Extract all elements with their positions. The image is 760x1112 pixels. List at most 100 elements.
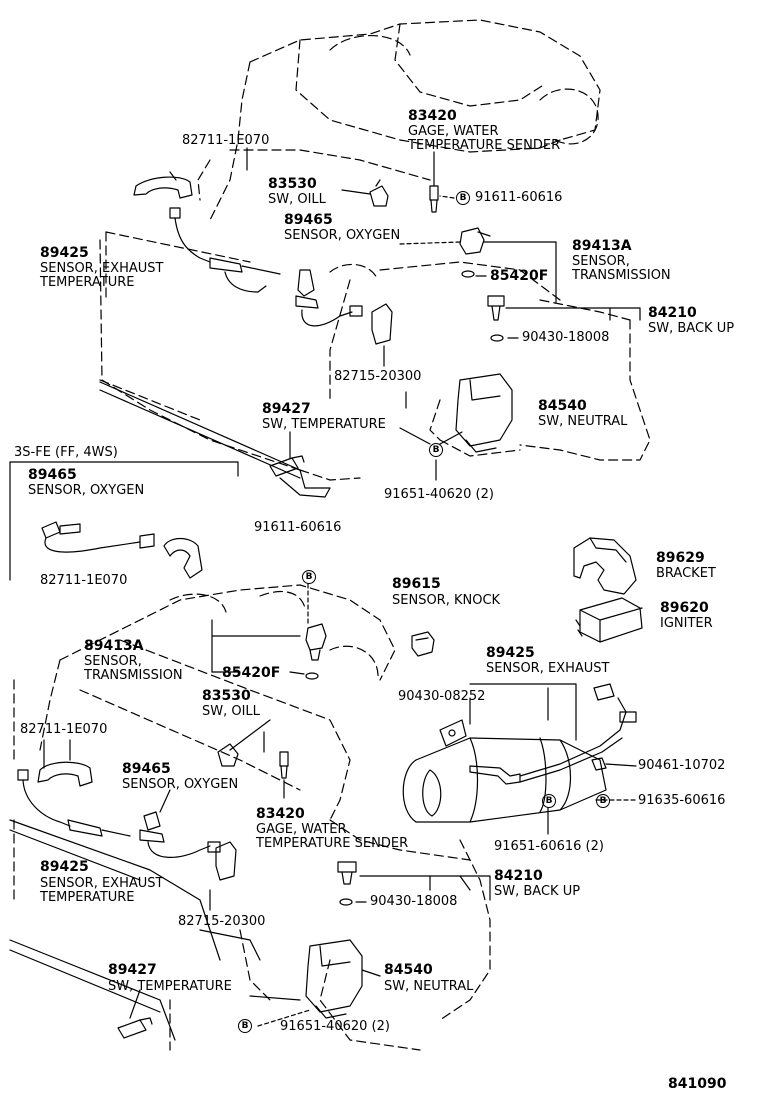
part-number-89620: 89620 — [660, 600, 709, 616]
part-number-90430: 90430-18008 — [370, 894, 458, 909]
part-number-89465: 89465 — [28, 467, 77, 483]
bolt-marker: B — [429, 443, 443, 457]
part-name: SENSOR, — [572, 254, 630, 269]
bracket-89629 — [573, 537, 637, 595]
backup-switch-bottom — [337, 861, 357, 885]
bolt-marker: B — [302, 570, 316, 584]
part-name: SENSOR, — [84, 654, 142, 669]
nut-90461 — [591, 757, 607, 771]
water-temp-sender-top — [429, 169, 439, 213]
part-name: GAGE, WATER — [256, 822, 347, 837]
part-name: SW, NEUTRAL — [384, 979, 474, 994]
part-number-82711: 82711-1E070 — [40, 573, 128, 588]
part-number-91611: 91611-60616 — [254, 520, 342, 535]
part-number-89629: 89629 — [656, 550, 705, 566]
part-number-83530: 83530 — [202, 688, 251, 704]
part-number-84540: 84540 — [384, 962, 433, 978]
part-number-89465: 89465 — [284, 212, 333, 228]
backup-switch-top — [487, 295, 505, 321]
bolt-marker: B — [456, 191, 470, 205]
part-name: IGNITER — [660, 616, 713, 631]
part-name: SENSOR, KNOCK — [392, 593, 501, 608]
part-number-91611: 91611-60616 — [475, 190, 563, 205]
part-number-89465: 89465 — [122, 761, 171, 777]
neutral-switch-bottom — [305, 939, 363, 1019]
engine-solid-bottom — [9, 819, 221, 1041]
part-name: TEMPERATURE SENDER — [408, 138, 561, 153]
part-number-82711: 82711-1E070 — [20, 722, 108, 737]
bolt-marker: B — [238, 1019, 252, 1033]
part-number-89413A: 89413A — [572, 238, 632, 254]
part-number-85420F: 85420F — [222, 665, 281, 681]
clamp-variant — [163, 537, 203, 579]
part-number-91651: 91651-40620 (2) — [384, 487, 494, 502]
part-name: SW, OILL — [268, 192, 326, 207]
part-name: SW, BACK UP — [494, 884, 581, 899]
variant-bracket — [9, 461, 239, 581]
part-number-89427: 89427 — [108, 962, 157, 978]
exhaust-temp-sensor-top — [169, 207, 281, 293]
engine-outline-bottom — [13, 584, 491, 1051]
variant-heading: 3S-FE (FF, 4WS) — [14, 445, 118, 460]
part-name: TEMPERATURE SENDER — [256, 836, 409, 851]
part-number-89425: 89425 — [40, 245, 89, 261]
part-number-89413A: 89413A — [84, 638, 144, 654]
part-number-84210: 84210 — [494, 868, 543, 884]
part-name: SW, NEUTRAL — [538, 414, 628, 429]
part-name: BRACKET — [656, 566, 716, 581]
part-number-83530: 83530 — [268, 176, 317, 192]
part-name: TEMPERATURE — [40, 275, 135, 290]
part-number-82715: 82715-20300 — [334, 369, 422, 384]
bolt-marker: B — [542, 794, 556, 808]
exhaust-gasket — [439, 719, 467, 747]
oxygen-sensor-bottom — [139, 811, 221, 858]
exhaust-pipe — [402, 737, 607, 823]
part-number-89425: 89425 — [486, 645, 535, 661]
part-name: GAGE, WATER — [408, 124, 499, 139]
oil-switch-bottom — [217, 743, 239, 767]
oxygen-sensor-top — [295, 269, 363, 327]
exhaust-temp-sensor-right — [469, 683, 637, 785]
gasket-bottom — [339, 898, 353, 906]
engine-solid-top — [99, 381, 331, 498]
temp-switch-bottom — [117, 1017, 153, 1039]
neutral-switch-top — [455, 373, 513, 453]
part-name: SENSOR, OXYGEN — [28, 483, 145, 498]
part-name: TEMPERATURE — [40, 890, 135, 905]
part-number-83420: 83420 — [408, 108, 457, 124]
part-number-85420F: 85420F — [490, 268, 549, 284]
part-number-89427: 89427 — [262, 401, 311, 417]
gasket-top — [490, 334, 504, 342]
knock-sensor — [411, 631, 435, 657]
engine-outline-top — [99, 19, 651, 481]
part-name: SW, TEMPERATURE — [262, 417, 386, 432]
part-number-91635: 91635-60616 — [638, 793, 726, 808]
part-name: TRANSMISSION — [572, 268, 671, 283]
part-number-89615: 89615 — [392, 576, 441, 592]
part-number-91651: 91651-60616 (2) — [494, 839, 604, 854]
bracket-82715-bottom — [215, 841, 237, 881]
part-name: SW, TEMPERATURE — [108, 979, 232, 994]
transmission-sensor-bottom — [305, 623, 327, 661]
clamp-top — [133, 171, 193, 199]
part-name: TRANSMISSION — [84, 668, 183, 683]
part-number-84540: 84540 — [538, 398, 587, 414]
bracket-82715-top — [371, 303, 393, 345]
part-number-91651: 91651-40620 (2) — [280, 1019, 390, 1034]
part-number-89425: 89425 — [40, 859, 89, 875]
leader-lines-top — [246, 147, 641, 481]
part-name: SENSOR, OXYGEN — [284, 228, 401, 243]
o-ring-top — [461, 270, 475, 278]
oxygen-sensor-variant — [41, 521, 155, 553]
figure-number: 841090 — [668, 1076, 727, 1092]
part-number-82715: 82715-20300 — [178, 914, 266, 929]
part-name: SENSOR, EXHAUST — [40, 876, 164, 891]
transmission-sensor-top — [459, 227, 491, 255]
water-temp-sender-bottom — [279, 751, 289, 779]
bolt-marker: B — [596, 794, 610, 808]
temp-switch-top — [269, 455, 305, 477]
o-ring-bottom — [305, 672, 319, 680]
clamp-bottom — [37, 761, 93, 787]
igniter-89620 — [575, 597, 643, 643]
